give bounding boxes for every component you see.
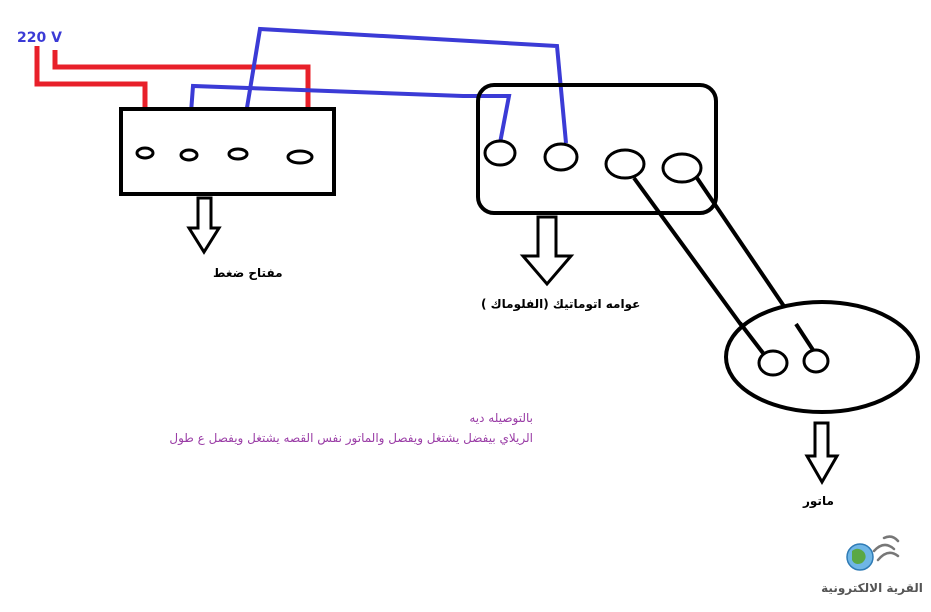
float-terminal-2 bbox=[543, 142, 579, 172]
globe-land bbox=[852, 548, 866, 564]
motor-terminal-2 bbox=[802, 348, 830, 374]
float-terminal-4 bbox=[661, 152, 703, 184]
motor-terminal-1 bbox=[757, 349, 789, 377]
voltage-label: 220 V bbox=[17, 30, 62, 46]
note-line-1: بالتوصيله ديه bbox=[469, 411, 533, 426]
motor-arrow bbox=[804, 421, 840, 486]
push-switch-arrow bbox=[186, 196, 222, 255]
auto-float-box bbox=[476, 83, 718, 215]
switch-terminal-3 bbox=[227, 147, 249, 161]
switch-terminal-1 bbox=[135, 146, 155, 160]
logo-text: القرية الالكترونية bbox=[821, 581, 923, 596]
motor-label: ماتور bbox=[802, 494, 834, 509]
motor-wire-1-tail bbox=[738, 321, 765, 355]
switch-terminal-2 bbox=[179, 148, 199, 162]
auto-float-label: عوامه اتوماتيك (الفلوماك ) bbox=[481, 297, 640, 312]
motor-wire-2-tail bbox=[794, 322, 815, 352]
note-line-2: الريلاي بيفضل يشتغل ويفصل والماتور نفس ا… bbox=[169, 431, 533, 446]
push-switch-label: مفتاح ضغط bbox=[213, 266, 283, 280]
auto-float-arrow bbox=[519, 215, 575, 287]
float-terminal-1 bbox=[483, 139, 517, 167]
float-terminal-3 bbox=[604, 148, 646, 180]
neutral-wire-2 bbox=[238, 26, 568, 151]
switch-terminal-4 bbox=[286, 149, 314, 165]
logo: القرية الالكترونية bbox=[821, 535, 923, 596]
logo-calligraphy-icon bbox=[872, 535, 900, 562]
